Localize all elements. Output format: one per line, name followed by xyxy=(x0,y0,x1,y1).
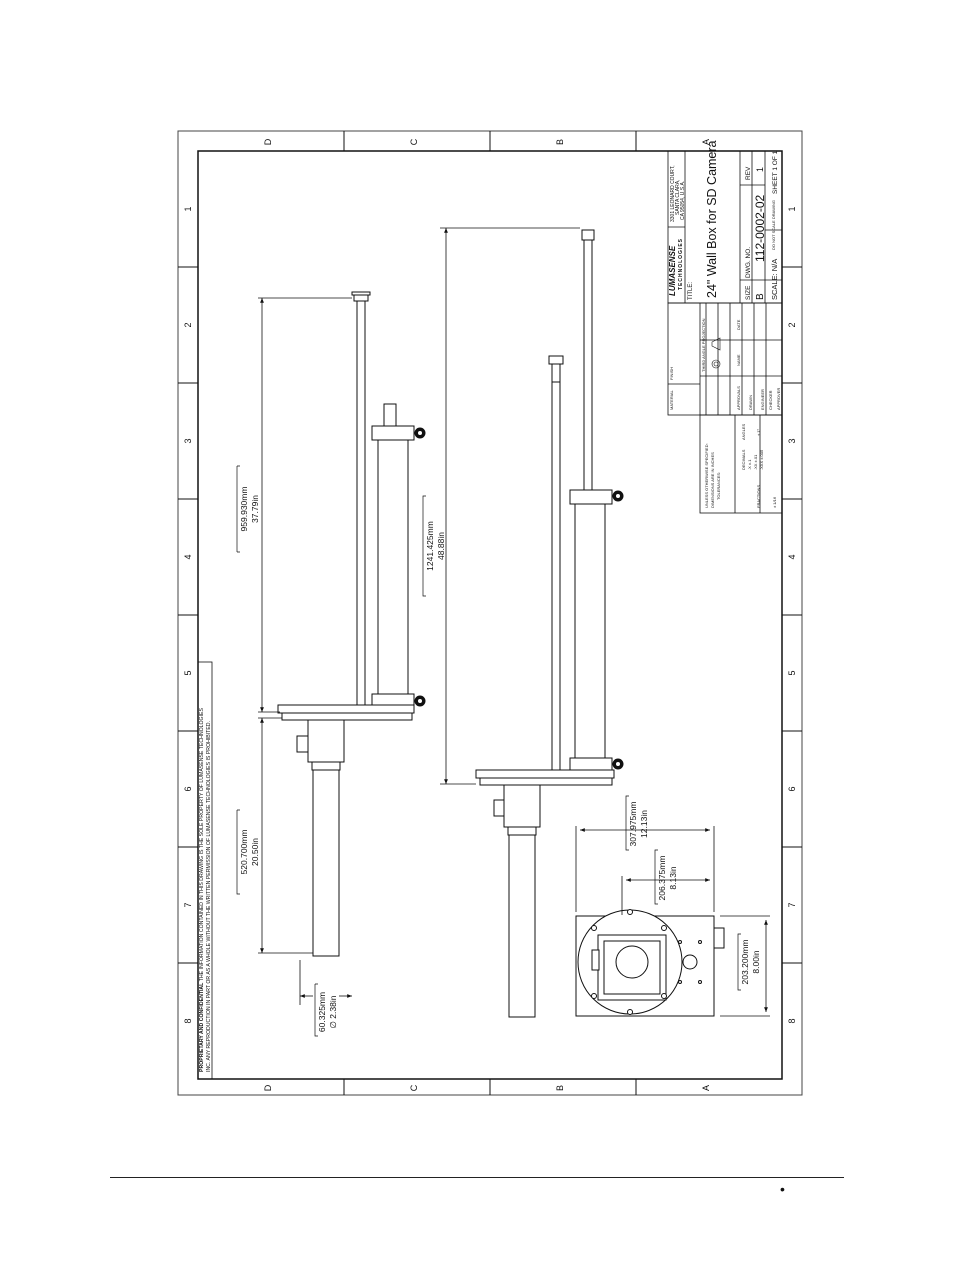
dim-box-center-in: 8.13in xyxy=(668,866,678,889)
do-not-scale: DO NOT SCALE DRAWING xyxy=(771,200,776,250)
material-label: MATERIAL xyxy=(669,390,674,410)
zone-letter: B xyxy=(555,1085,565,1091)
third-angle-projection-icon xyxy=(711,337,721,369)
title-block-text: LUMASENSE TECHNOLOGIES 3301 LEONARD COUR… xyxy=(668,140,781,508)
zone-numbers-left: 1 2 3 4 5 6 7 8 xyxy=(183,206,193,1023)
tolerance-decimals: .XXX ±.005 xyxy=(759,449,764,470)
tolerance-decimals: DECIMALS xyxy=(741,449,746,470)
dim-box-center-mm: 206.375mm xyxy=(657,856,667,901)
company-logo: LUMASENSE xyxy=(668,245,677,296)
zone-number: 3 xyxy=(183,438,193,443)
size-value: B xyxy=(755,293,766,300)
dimension-brackets xyxy=(236,465,741,1037)
zone-number: 4 xyxy=(183,554,193,559)
zone-letter: C xyxy=(409,1084,419,1091)
tolerance-note: UNLESS OTHERWISE SPECIFIED: xyxy=(704,443,709,508)
zone-letter: C xyxy=(409,138,419,145)
zone-letter: B xyxy=(555,139,565,145)
dwg-no-label: DWG. NO. xyxy=(745,247,752,278)
dim-pipe-dia-mm: 60.325mm xyxy=(317,992,327,1032)
approval-label: ENGINEER xyxy=(760,389,765,410)
address-line: CA 95054, U.S.A. xyxy=(680,181,686,220)
drawing-title: 24" Wall Box for SD Camera xyxy=(705,140,719,298)
zone-number: 1 xyxy=(183,206,193,211)
dim-box-height-mm: 307.975mm xyxy=(628,802,638,847)
dwg-no-value: 112-0002-02 xyxy=(753,195,767,262)
zone-letters-bottom: D C B A xyxy=(263,1084,711,1091)
address-line: SANTA CLARA, xyxy=(675,180,681,215)
zone-number: 5 xyxy=(183,670,193,675)
dim-top-length-mm: 959.930mm xyxy=(239,487,249,532)
address-line: 3301 LEONARD COURT, xyxy=(670,165,676,222)
tolerance-note: TOLERANCES: xyxy=(716,472,721,500)
zone-number: 6 xyxy=(183,786,193,791)
dimension-labels: 959.930mm 37.79in 520.700mm 20.50in 60.3… xyxy=(239,487,761,1033)
company-logo-sub: TECHNOLOGIES xyxy=(678,238,684,290)
tolerance-angles: ANGLES xyxy=(741,423,746,440)
name-label: NAME xyxy=(736,354,741,366)
tolerance-fractions: FRACTIONS xyxy=(756,485,761,508)
dim-bottom-length-in: 48.88in xyxy=(436,532,446,560)
zone-number: 8 xyxy=(787,1018,797,1023)
rev-label: REV xyxy=(745,166,752,180)
zone-number: 7 xyxy=(787,902,797,907)
proprietary-notice-line2: INC. ANY REPRODUCTION IN PART OR AS A WH… xyxy=(206,721,212,1072)
dim-box-width-in: 8.00in xyxy=(751,950,761,973)
title-label: TITLE: xyxy=(688,282,694,300)
zone-number: 3 xyxy=(787,438,797,443)
approval-label: APPROVALS xyxy=(736,386,741,410)
lower-assembly xyxy=(475,229,624,1018)
dim-top-body-mm: 520.700mm xyxy=(239,830,249,875)
footer-rule xyxy=(110,1177,844,1178)
scale-label: SCALE: N/A xyxy=(770,259,779,300)
zone-ticks xyxy=(178,131,802,1095)
dim-box-width-mm: 203.200mm xyxy=(740,940,750,985)
dim-box-height-in: 12.13in xyxy=(639,810,649,838)
size-label: SIZE xyxy=(745,285,752,300)
zone-letter: D xyxy=(263,138,273,145)
dim-pipe-dia-in: ∅ 2.38in xyxy=(328,995,338,1028)
upper-assembly xyxy=(277,291,426,957)
projection-label: THIRD ANGLE PROJECTION xyxy=(701,318,706,372)
date-label: DATE xyxy=(736,319,741,330)
proprietary-notice-line1: PROPRIETARY AND CONFIDENTIAL THE INFORMA… xyxy=(199,708,205,1072)
tolerance-decimals: .X ±.1 xyxy=(747,459,752,470)
title-block-grid xyxy=(667,150,783,514)
zone-letter: A xyxy=(701,139,711,145)
tolerance-angles: ± 1° xyxy=(756,428,761,436)
notice-box xyxy=(197,661,213,1080)
tolerance-decimals: .XX ±.01 xyxy=(753,454,758,470)
approval-label: DRAWN xyxy=(748,395,753,410)
footer-bullet: • xyxy=(780,1181,785,1197)
zone-letter: D xyxy=(263,1084,273,1091)
tolerance-fractions: ± 1/16 xyxy=(772,496,777,508)
dim-bottom-length-mm: 1241.425mm xyxy=(425,521,435,571)
zone-numbers-right: 1 2 3 4 5 6 7 8 xyxy=(787,206,797,1023)
zone-letter: A xyxy=(701,1085,711,1091)
rev-value: 1 xyxy=(755,167,765,172)
finish-label: FINISH xyxy=(669,367,674,380)
zone-number: 1 xyxy=(787,206,797,211)
zone-letters-top: D C B A xyxy=(263,138,711,145)
dimension-lines xyxy=(258,227,770,1017)
zone-number: 7 xyxy=(183,902,193,907)
tolerance-note: DIMENSIONS ARE IN INCHES xyxy=(710,452,715,508)
approval-label: CHECKER xyxy=(768,390,773,410)
zone-number: 2 xyxy=(787,322,797,327)
dim-top-body-in: 20.50in xyxy=(250,838,260,866)
end-view xyxy=(575,909,725,1017)
zone-number: 8 xyxy=(183,1018,193,1023)
zone-number: 6 xyxy=(787,786,797,791)
sheet-label: SHEET 1 OF 1 xyxy=(772,150,779,194)
approval-label: APPROVER xyxy=(776,388,781,410)
zone-number: 2 xyxy=(183,322,193,327)
zone-number: 5 xyxy=(787,670,797,675)
dim-top-length-in: 37.79in xyxy=(250,495,260,523)
zone-number: 4 xyxy=(787,554,797,559)
